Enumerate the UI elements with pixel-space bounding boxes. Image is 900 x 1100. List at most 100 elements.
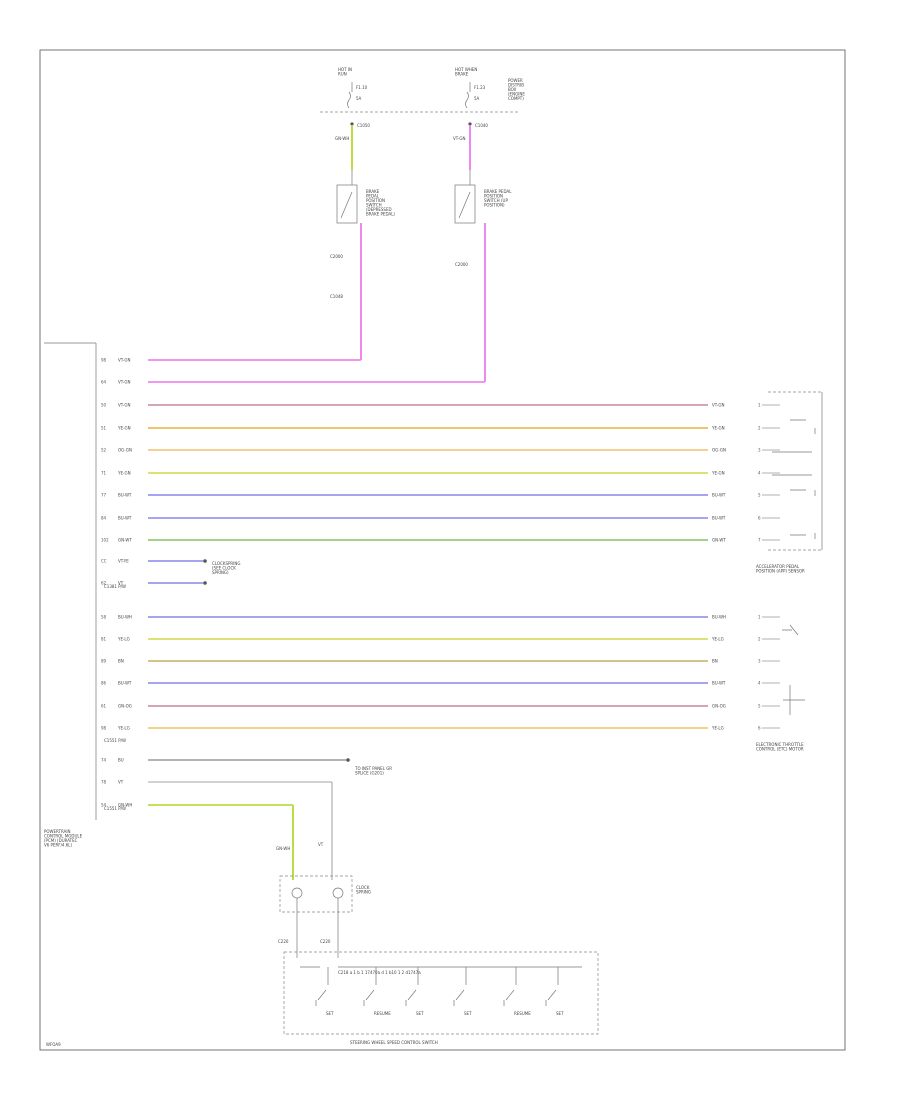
pcm-pin-12: 81 [101, 637, 107, 642]
bottom-chain: C218 a 1 b 1 17470a d 1 b10 1 2 d1747a [338, 970, 421, 975]
pcm-pin-9: CC [101, 559, 107, 564]
switch-button-label-5: SET [556, 1011, 564, 1016]
switch-1-connector: C2000 [330, 254, 343, 259]
pcm-pin-17: 74 [101, 758, 107, 763]
pcm-wire-right-pin-5: 4 [758, 471, 761, 476]
pcm-wire-right-pin-15: 5 [758, 704, 761, 709]
pcm-wire-color-2: VT-GN [118, 403, 131, 408]
pcm-pin-6: 77 [101, 493, 107, 498]
pcm-pin-2: 50 [101, 403, 107, 408]
switch-contact-4 [503, 967, 517, 1006]
bottom-label: STEERING WHEEL SPEED CONTROL SWITCH [350, 1040, 438, 1045]
pcm-wire-right-color-14: BU-WT [712, 681, 726, 686]
top-wire-2-color: VT-GN [453, 136, 466, 141]
pcm-pin-18: 78 [101, 780, 107, 785]
pcm-wire-right-pin-3: 2 [758, 426, 761, 431]
pcm-wire-right-color-3: YE-GN [711, 426, 725, 431]
connector-tag-2: C1551 P/W [104, 806, 126, 811]
pcm-wire-color-14: BU-WT [118, 681, 132, 686]
pcm-wire-right-pin-6: 5 [758, 493, 761, 498]
pcm-wire-color-13: BN [118, 659, 124, 664]
pcm-wire-color-3: YE-GN [117, 426, 131, 431]
pcm-wire-color-11: BU-WH [118, 615, 132, 620]
pcm-wire-right-color-16: YE-LG [711, 726, 724, 731]
switch-button-label-3: SET [464, 1011, 472, 1016]
pcm-pin-0: 98 [101, 358, 107, 363]
pcm-wire-right-pin-13: 3 [758, 659, 761, 664]
pcm-wire-color-6: BU-WT [118, 493, 132, 498]
pcm-wire-right-color-2: VT-GN [712, 403, 725, 408]
pcm-wire-color-18: VT [118, 780, 124, 785]
pcm-wire-color-12: YE-LG [117, 637, 130, 642]
switch-button-label-1: RESUME [374, 1011, 391, 1016]
source-1-amp: 5A [356, 96, 362, 101]
steering-wheel-switch: C218 a 1 b 1 17470a d 1 b10 1 2 d1747a S… [283, 951, 599, 1045]
pcm-wire-right-pin-11: 1 [758, 615, 761, 620]
top-wire-1-code: C1050 [357, 123, 370, 128]
clock-wire-vt: VT [318, 842, 324, 847]
pcm-wire-right-color-8: GN-WT [712, 538, 726, 543]
pcm-wire-right-pin-14: 4 [758, 681, 761, 686]
pcm-pin-13: 89 [101, 659, 107, 664]
pcm-wire-right-color-15: GN-OG [712, 704, 726, 709]
top-wire-1-color: GN-WH [335, 136, 349, 141]
pcm-wire-color-10: VT [118, 581, 124, 586]
switch-contact-2 [405, 967, 419, 1006]
switch-contact-3 [453, 967, 467, 1006]
pcm-wire-right-pin-8: 7 [758, 538, 761, 543]
pcm-wire-right-color-6: BU-WT [712, 493, 726, 498]
pcm-pin-3: 51 [101, 426, 107, 431]
pcm-pin-11: 58 [101, 615, 107, 620]
pcm-wire-color-19: GN-WH [118, 803, 132, 808]
pcm-wire-right-color-4: OG-GN [712, 448, 726, 453]
switch-contact-0 [315, 967, 329, 1006]
source-2-fuse: F1.23 [474, 85, 486, 90]
pcm-wire-right-pin-4: 3 [758, 448, 761, 453]
pcm-pin-8: 102 [101, 538, 109, 543]
switch-2-connector: C2000 [455, 262, 468, 267]
pcm-wire-color-7: BU-WT [118, 516, 132, 521]
mid-connector: C1048 [330, 294, 343, 299]
pcm-wire-color-5: YE-GN [117, 471, 131, 476]
spring-pin-1: C220 [278, 939, 289, 944]
switch-button-label-2: SET [416, 1011, 424, 1016]
switch-contact-1 [363, 967, 377, 1006]
pcm-pin-15: 61 [101, 704, 107, 709]
pcm-wire-color-4: OG-GN [118, 448, 132, 453]
pcm-wire-right-color-7: BU-WT [712, 516, 726, 521]
pcm-wire-color-16: YE-LG [117, 726, 130, 731]
pcm-wire-right-color-11: BU-WH [712, 615, 726, 620]
switch-button-label-0: SET [326, 1011, 334, 1016]
pcm-wire-color-15: GN-OG [118, 704, 132, 709]
diagram-frame [39, 49, 846, 1051]
pcm-wire-color-8: GN-WT [118, 538, 132, 543]
pcm-wire-right-pin-16: 6 [758, 726, 761, 731]
top-wire-2-code: C1040 [475, 123, 488, 128]
pcm-pin-14: 86 [101, 681, 107, 686]
pcm-wire-color-17: BU [118, 758, 124, 763]
pcm-wire-right-pin-12: 2 [758, 637, 761, 642]
pcm-pin-4: 52 [101, 448, 107, 453]
source-2-amp: 5A [474, 96, 480, 101]
connector-tag-0: C1381 P/W [104, 584, 126, 589]
pcm-wire-color-1: VT-GN [118, 380, 131, 385]
source-1-fuse: F1.10 [356, 85, 368, 90]
switch-contact-5 [545, 967, 559, 1006]
spring-pin-2: C220 [320, 939, 331, 944]
